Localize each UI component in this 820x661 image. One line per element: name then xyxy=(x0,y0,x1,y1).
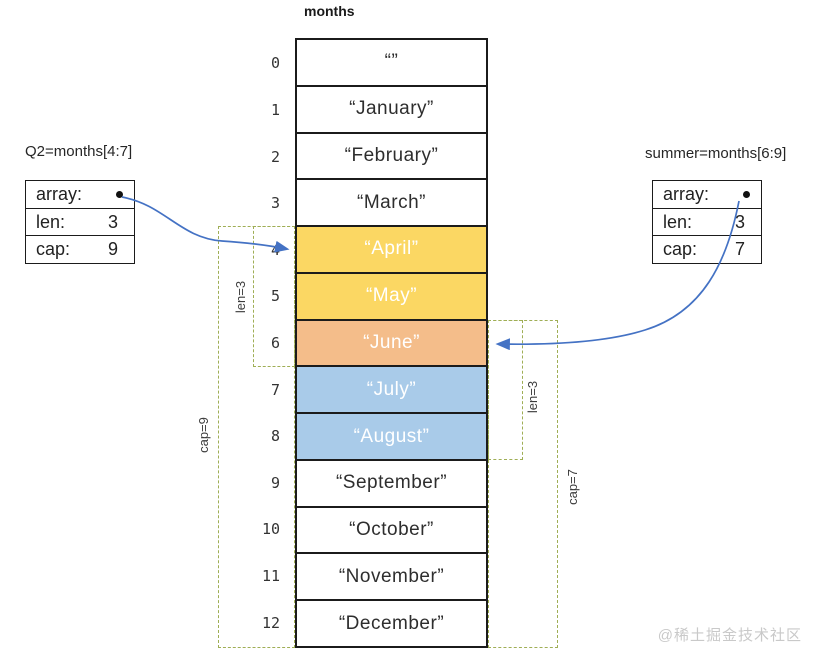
q2-cap-value: 9 xyxy=(107,239,118,260)
summer-array-field-name: array: xyxy=(663,183,710,204)
index-label-7: 7 xyxy=(270,380,280,399)
array-cell-11: “November” xyxy=(297,554,486,602)
summer-cap-field-name: cap: xyxy=(663,239,698,260)
cell-value: “February” xyxy=(344,144,439,166)
index-label-11: 11 xyxy=(261,567,280,585)
summer-len-field-name: len: xyxy=(663,211,693,232)
array-cell-5: “May” xyxy=(297,273,486,321)
months-array: “” “January” “February” “March” “April” “May”… xyxy=(295,38,488,648)
cell-value: “April” xyxy=(364,238,419,260)
index-label-5: 5 xyxy=(270,287,280,306)
index-label-8: 8 xyxy=(270,427,280,446)
array-cell-3: “March” xyxy=(297,180,486,228)
index-label-6: 6 xyxy=(270,333,280,352)
summer-pointer-dot xyxy=(743,190,750,198)
q2-len-region xyxy=(253,226,295,367)
summer-slice-label: summer=months[6:9] xyxy=(645,145,787,162)
array-cell-8: “August” xyxy=(297,414,486,461)
summer-cap-value: 7 xyxy=(734,239,745,260)
cell-value: “May” xyxy=(365,285,418,307)
array-cell-1: “January” xyxy=(297,87,486,134)
cell-value: “June” xyxy=(363,331,420,353)
q2-cap-field: cap: 9 xyxy=(26,236,134,263)
summer-len-field: len: 3 xyxy=(653,209,761,237)
cell-value: “September” xyxy=(335,472,448,494)
array-cell-2: “February” xyxy=(297,134,486,181)
index-label-9: 9 xyxy=(270,473,280,492)
q2-cap-label: cap=9 xyxy=(195,417,211,453)
summer-cap-field: cap: 7 xyxy=(653,236,761,263)
index-label-1: 1 xyxy=(270,100,280,119)
cell-value: “January” xyxy=(349,98,434,120)
array-cell-7: “July” xyxy=(297,367,486,415)
cell-value: “November” xyxy=(338,565,445,587)
cell-value: “March” xyxy=(357,191,426,213)
array-cell-4: “April” xyxy=(297,227,486,274)
q2-array-field-name: array: xyxy=(36,183,83,204)
q2-cap-field-name: cap: xyxy=(36,239,71,260)
summer-len-value: 3 xyxy=(734,211,745,232)
array-cell-6: “June” xyxy=(297,320,486,368)
q2-array-field: array: xyxy=(26,181,134,209)
index-label-10: 10 xyxy=(261,520,280,539)
array-cell-12: “December” xyxy=(297,601,486,646)
q2-len-field: len: 3 xyxy=(26,209,134,237)
array-cell-0: “” xyxy=(297,40,486,87)
summer-len-region xyxy=(488,320,523,460)
summer-len-label: len=3 xyxy=(524,380,540,414)
index-label-2: 2 xyxy=(270,147,280,166)
summer-slice-box: array: len: 3 cap: 7 xyxy=(652,180,762,264)
cell-value: “August” xyxy=(353,425,430,447)
summer-array-field: array: xyxy=(653,181,761,209)
q2-slice-box: array: len: 3 cap: 9 xyxy=(25,180,135,264)
summer-cap-label: cap=7 xyxy=(564,469,580,505)
cell-value: “” xyxy=(384,51,399,73)
cell-value: “October” xyxy=(349,519,434,541)
q2-pointer-dot xyxy=(116,190,123,198)
index-label-3: 3 xyxy=(270,194,280,213)
array-title: months xyxy=(304,3,355,19)
cell-value: “July” xyxy=(366,378,417,400)
array-cell-9: “September” xyxy=(297,461,486,508)
cell-value: “December” xyxy=(338,612,445,634)
q2-slice-label: Q2=months[4:7] xyxy=(25,143,133,160)
q2-len-value: 3 xyxy=(107,211,118,232)
index-label-12: 12 xyxy=(261,613,280,632)
q2-len-field-name: len: xyxy=(36,211,66,232)
watermark: @稀土掘金技术社区 xyxy=(657,627,802,644)
q2-len-label: len=3 xyxy=(232,280,248,314)
index-label-0: 0 xyxy=(270,54,280,73)
array-cell-10: “October” xyxy=(297,508,486,555)
